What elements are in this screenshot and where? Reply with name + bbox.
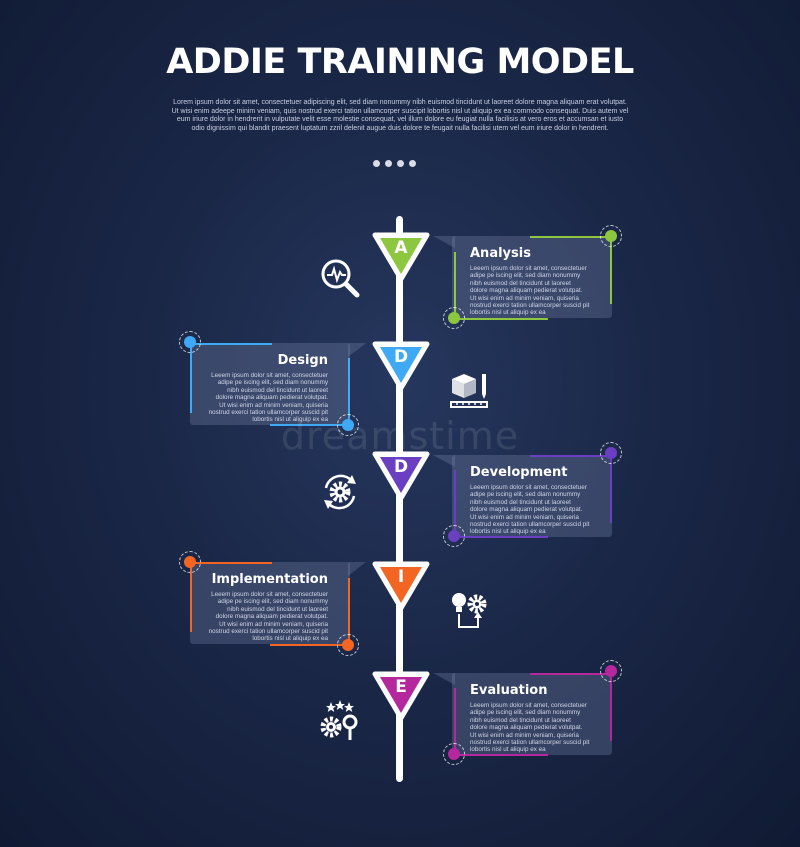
card-analysis: Analysis Leeem ipsum dolor sit amet, con… [452,236,612,318]
card-bracket [454,252,548,320]
card-bracket [530,455,612,523]
card-bracket [190,562,272,632]
node-dot [443,743,465,765]
node-dot [443,525,465,547]
node-dot [600,660,622,682]
card-body: Leeem ipsum dolor sit amet, consectetuer… [470,484,590,536]
card-tab [433,236,455,248]
card-title: Evaluation [470,683,548,698]
card-tab [433,673,455,685]
card-bracket [530,673,612,741]
card-body: Leeem ipsum dolor sit amet, consectetuer… [470,265,590,317]
card-evaluation: Evaluation Leeem ipsum dolor sit amet, c… [452,673,612,755]
step-marker-development: D [372,451,430,501]
node-dot [443,307,465,329]
card-tab [348,562,366,576]
card-body: Leeem ipsum dolor sit amet, consectetuer… [208,591,328,643]
dot [373,160,380,167]
evaluation-stars-gear-icon [318,700,362,744]
step-letter: A [394,238,408,258]
card-title: Development [470,465,568,480]
step-marker-implementation: I [372,561,430,611]
analysis-magnifier-icon [318,256,362,300]
card-bracket [270,358,350,426]
step-marker-design: D [372,341,430,391]
step-letter: E [395,677,407,697]
watermark: dreamstime [280,414,520,458]
step-letter: I [397,567,405,587]
card-implementation: Implementation Leeem ipsum dolor sit ame… [190,562,350,644]
dot [397,160,404,167]
card-bracket [530,236,612,304]
implementation-bulb-gear-icon [448,590,492,634]
step-letter: D [393,347,409,367]
step-marker-analysis: A [372,232,430,282]
page-subtitle: Lorem ipsum dolor sit amet, consectetuer… [171,99,629,132]
card-title: Analysis [470,246,531,261]
step-marker-evaluation: E [372,671,430,721]
node-dot [179,551,201,573]
node-dot [337,634,359,656]
card-development: Development Leeem ipsum dolor sit amet, … [452,455,612,537]
card-bracket [454,688,548,756]
dot [409,160,416,167]
card-tab [433,455,455,467]
card-bracket [190,343,272,413]
card-bracket [270,578,350,646]
development-gear-cycle-icon [318,470,362,514]
card-body: Leeem ipsum dolor sit amet, consectetuer… [470,702,590,754]
card-design: Design Leeem ipsum dolor sit amet, conse… [190,343,350,425]
step-letter: D [393,457,409,477]
card-bracket [454,470,548,538]
design-cube-ruler-icon [448,368,492,412]
node-dot [337,414,359,436]
node-dot [600,442,622,464]
node-dot [600,225,622,247]
dot [385,160,392,167]
card-tab [348,343,366,357]
page-title: ADDIE TRAINING MODEL [166,42,634,82]
pagination-dots [373,154,427,167]
card-title: Design [277,353,328,368]
card-body: Leeem ipsum dolor sit amet, consectetuer… [208,372,328,424]
card-title: Implementation [211,572,328,587]
node-dot [179,331,201,353]
